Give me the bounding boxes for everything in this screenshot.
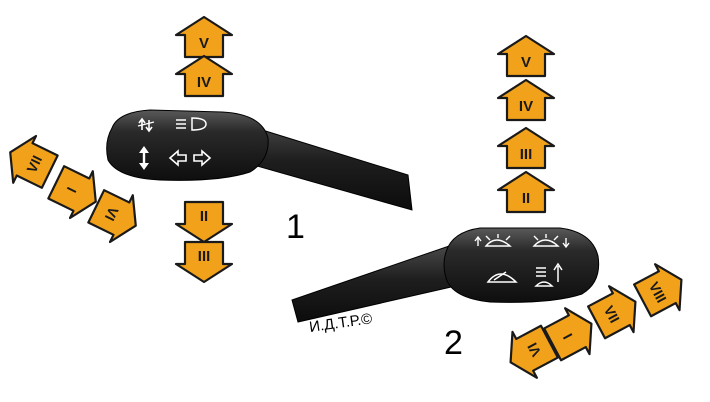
- washer-up-icon: [534, 262, 563, 287]
- lever-2-side-arrow-i: I: [543, 307, 593, 362]
- lever-1-side-arrow-i-label: I: [64, 185, 80, 196]
- lever-1-down-arrow-iii-shape: [174, 240, 234, 284]
- lever-2-stalk: [291, 244, 461, 323]
- lever-2-up-arrow-iv: IV: [496, 78, 556, 122]
- lever-1-down-arrow-ii-shape: [174, 200, 234, 244]
- lever-2-up-arrow-iv-shape: [496, 78, 556, 122]
- lever-2-up-arrow-ii-label: II: [522, 190, 530, 207]
- lever-2-side-arrow-vii: VII: [587, 285, 637, 340]
- lever-1-side-arrow-vii-label: VII: [23, 153, 45, 175]
- lever-2-side-arrow-i-label: I: [560, 331, 576, 342]
- lever-2-side-arrow-vii-label: VII: [601, 303, 623, 326]
- lever-2-head: [443, 227, 600, 303]
- lever-1-up-arrow-v: V: [174, 15, 234, 59]
- high-low-beam-switch-icon: [137, 117, 155, 133]
- lever-2-up-arrow-ii: II: [496, 170, 556, 214]
- lever-1-side-arrow-i-shape: [47, 165, 97, 220]
- lever-1-down-arrow-ii: II: [174, 200, 234, 244]
- lever-1-side-arrow-i: I: [47, 165, 97, 220]
- lever-1-side-arrow-vi-shape: [87, 189, 137, 244]
- lever-2-up-arrow-iii-shape: [496, 126, 556, 170]
- lever-1-side-arrow-vi: VI: [87, 189, 137, 244]
- lever-1-up-arrow-iv: IV: [174, 54, 234, 98]
- lever-2-up-arrow-iii-label: III: [520, 146, 533, 163]
- lever-1-down-arrow-iii-label: III: [198, 247, 211, 264]
- front-washer-up-icon: [474, 234, 512, 247]
- lever-2-up-arrow-v-label: V: [521, 54, 531, 71]
- lever-1-number: 1: [286, 208, 305, 246]
- lever-1-up-arrow-v-label: V: [199, 35, 209, 52]
- lever-1-side-arrow-vii-shape: [9, 134, 59, 189]
- lever-2-side-arrow-i-shape: [543, 307, 593, 362]
- lever-1-up-arrow-iv-shape: [174, 54, 234, 98]
- lever-2-side-arrow-viii-shape: [633, 263, 683, 318]
- lever-2-number: 2: [444, 324, 463, 362]
- lever-1-side-arrow-vii: VII: [9, 134, 59, 189]
- lever-1: [106, 109, 413, 211]
- lever-2-side-arrow-vi-label: VI: [524, 340, 544, 359]
- up-down-arrow-icon: [139, 146, 149, 170]
- lever-2-side-arrow-vi-shape: [509, 324, 559, 379]
- lever-1-side-arrow-vi-label: VI: [102, 204, 122, 223]
- lever-1-head: [106, 109, 269, 181]
- headlight-icon: [176, 117, 207, 131]
- wiper-icon: [486, 271, 518, 283]
- rear-wiper-down-icon: [532, 234, 570, 249]
- lever-1-up-arrow-iv-label: IV: [197, 74, 211, 91]
- lever-1-down-arrow-iii: III: [174, 240, 234, 284]
- lever-2-side-arrow-vi: VI: [509, 324, 559, 379]
- lever-2-side-arrow-vii-shape: [587, 285, 637, 340]
- lever-2-up-arrow-iv-label: IV: [519, 98, 533, 115]
- lever-2-up-arrow-ii-shape: [496, 170, 556, 214]
- lever-2-up-arrow-v-shape: [496, 34, 556, 78]
- turn-signal-arrows-icon: [168, 149, 212, 167]
- lever-2-up-arrow-v: V: [496, 34, 556, 78]
- lever-2: [291, 227, 600, 323]
- lever-2-up-arrow-iii: III: [496, 126, 556, 170]
- lever-1-down-arrow-ii-label: II: [200, 207, 208, 224]
- lever-2-side-arrow-viii: VIII: [633, 263, 683, 318]
